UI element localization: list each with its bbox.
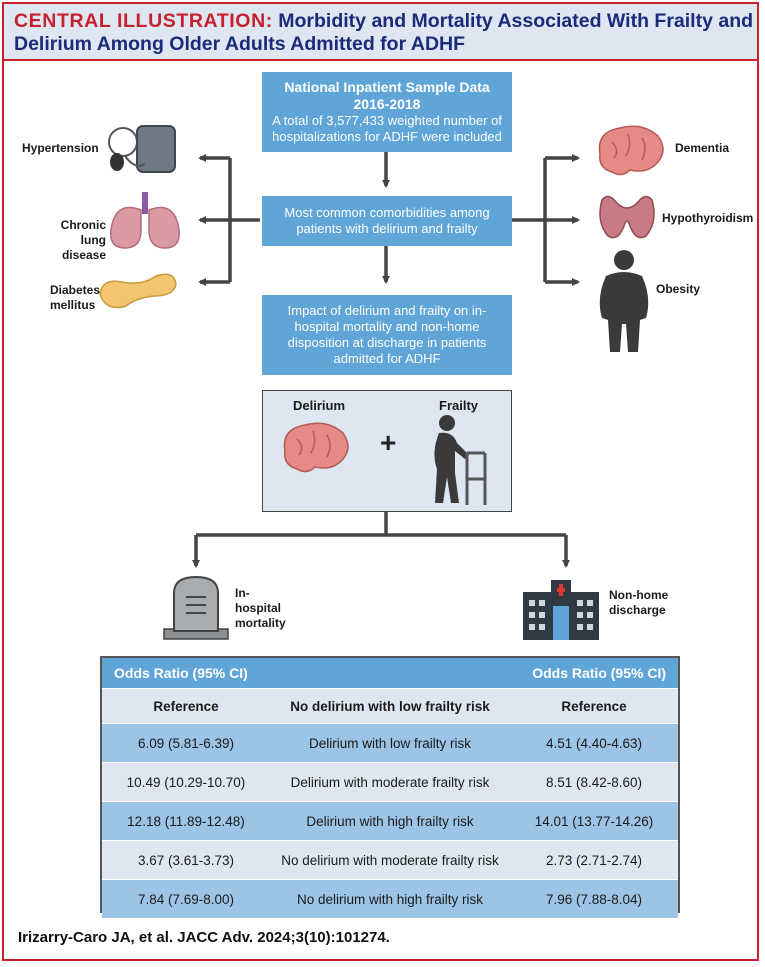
cell-left: 7.84 (7.69-8.00) (102, 879, 270, 918)
table-row: 6.09 (5.81-6.39) Delirium with low frail… (102, 723, 678, 763)
plus-sign: + (380, 427, 397, 458)
hospital-building-icon (523, 580, 599, 640)
cell-left: 6.09 (5.81-6.39) (102, 723, 270, 763)
label-frailty: Frailty (439, 398, 479, 413)
cell-right: 14.01 (13.77-14.26) (510, 801, 678, 841)
odds-ratio-table: Odds Ratio (95% CI) Odds Ratio (95% CI) … (102, 658, 678, 918)
impact-box: Impact of delirium and frailty on in-hos… (262, 295, 512, 375)
delirium-frailty-panel: Delirium Frailty + (262, 390, 512, 512)
table-row: 7.84 (7.69-8.00) No delirium with high f… (102, 879, 678, 918)
table-header-row: Odds Ratio (95% CI) Odds Ratio (95% CI) (102, 658, 678, 689)
table-row: Reference No delirium with low frailty r… (102, 688, 678, 724)
label-non-home-discharge: Non-home discharge (609, 588, 671, 618)
cell-left: 3.67 (3.61-3.73) (102, 840, 270, 880)
elderly-walker-silhouette-icon (434, 415, 487, 505)
cell-group: No delirium with low frailty risk (269, 688, 511, 724)
cell-right: Reference (510, 688, 678, 724)
thyroid-icon (599, 195, 655, 239)
header-band: CENTRAL ILLUSTRATION: Morbidity and Mort… (4, 4, 757, 59)
table-row: 12.18 (11.89-12.48) Delirium with high f… (102, 801, 678, 841)
mortality-text: In-hospital mortality (235, 586, 286, 630)
cell-group: No delirium with moderate frailty risk (269, 840, 511, 880)
delirium-brain-icon (283, 422, 349, 473)
cell-right: 8.51 (8.42-8.60) (510, 762, 678, 802)
header-divider (4, 59, 757, 61)
nis-years: 2016-2018 (353, 96, 421, 112)
label-dementia: Dementia (675, 141, 730, 155)
header-middle (269, 658, 511, 689)
table-row: 10.49 (10.29-10.70) Delirium with modera… (102, 762, 678, 802)
label-hypertension: Hypertension (22, 141, 99, 155)
obese-person-silhouette-icon (599, 250, 649, 352)
label-delirium: Delirium (293, 398, 346, 413)
lungs-icon (110, 192, 180, 249)
figure-title: CENTRAL ILLUSTRATION: Morbidity and Mort… (14, 10, 754, 56)
comorbidities-box: Most common comorbidities among patients… (262, 196, 512, 246)
label-in-hospital-mortality: In-hospital mortality (235, 586, 295, 631)
discharge-text: Non-home discharge (609, 588, 669, 617)
pancreas-icon (99, 273, 177, 309)
nis-description: A total of 3,577,433 weighted number of … (272, 113, 502, 144)
header-right-or: Odds Ratio (95% CI) (510, 658, 678, 689)
label-hypothyroidism: Hypothyroidism (662, 211, 754, 225)
cell-group: Delirium with low frailty risk (269, 723, 511, 763)
cell-right: 2.73 (2.71-2.74) (510, 840, 678, 880)
nis-title: National Inpatient Sample Data (284, 79, 490, 95)
cell-group: Delirium with high frailty risk (269, 801, 511, 841)
cell-left: 12.18 (11.89-12.48) (102, 801, 270, 841)
cell-group: No delirium with high frailty risk (269, 879, 511, 918)
comorbidities-text: Most common comorbidities among patients… (284, 205, 490, 236)
blood-pressure-cuff-icon (108, 125, 176, 173)
brain-icon (598, 125, 664, 176)
tombstone-icon (163, 575, 229, 640)
impact-text: Impact of delirium and frailty on in-hos… (287, 303, 487, 366)
table-row: 3.67 (3.61-3.73) No delirium with modera… (102, 840, 678, 880)
header-left-or: Odds Ratio (95% CI) (102, 658, 270, 689)
label-obesity: Obesity (656, 282, 701, 296)
citation: Irizarry-Caro JA, et al. JACC Adv. 2024;… (18, 929, 390, 946)
label-diabetes-mellitus: Diabetes mellitus (50, 283, 101, 312)
cell-left: Reference (102, 688, 270, 724)
nis-data-box: National Inpatient Sample Data 2016-2018… (262, 72, 512, 152)
cell-group: Delirium with moderate frailty risk (269, 762, 511, 802)
label-chronic-lung-disease: Chronic lung disease (60, 218, 106, 262)
title-main: Morbidity and Mortality Associated With … (14, 10, 754, 55)
cell-right: 4.51 (4.40-4.63) (510, 723, 678, 763)
central-illustration-label: CENTRAL ILLUSTRATION: (14, 10, 273, 32)
cell-left: 10.49 (10.29-10.70) (102, 762, 270, 802)
cell-right: 7.96 (7.88-8.04) (510, 879, 678, 918)
